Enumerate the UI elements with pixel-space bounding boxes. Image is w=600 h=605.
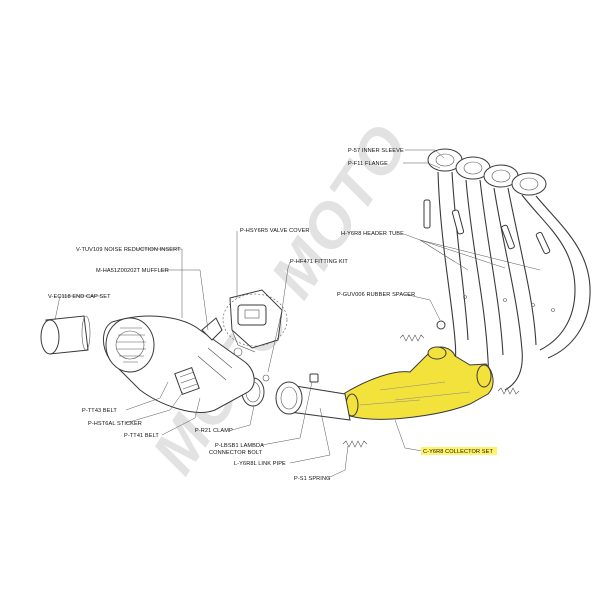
collector-inlet — [427, 346, 447, 360]
label-belt-tt43: P-TT43 BELT — [82, 408, 117, 414]
label-lambda-line2: CONNECTOR BOLT — [209, 450, 263, 456]
end-cap — [40, 315, 91, 355]
collector-body — [340, 346, 494, 420]
label-clamp: P-R21 CLAMP — [195, 428, 233, 434]
label-sticker: P-HST6AL STICKER — [88, 421, 142, 427]
label-fitting-kit: P-HF471 FITTING KIT — [290, 259, 348, 265]
collector-label-highlight — [421, 447, 497, 455]
label-end-cap: V-EC118 END CAP SET — [48, 294, 111, 300]
link-pipe — [275, 381, 351, 421]
label-belt-tt41: P-TT41 BELT — [124, 433, 159, 439]
collector-set — [340, 346, 494, 420]
label-header-tube: H-Y6R8 HEADER TUBE — [341, 231, 404, 237]
muffler — [103, 315, 255, 413]
label-rubber-spacer: P-GUV006 RUBBER SPACER — [337, 292, 415, 298]
leader-lines — [54, 149, 541, 479]
collector-inlet — [476, 364, 492, 388]
label-flange: P-F11 FLANGE — [348, 161, 388, 167]
label-noise-insert: V-TUV109 NOISE REDUCTION INSERT — [76, 247, 181, 253]
valve-cover — [229, 289, 283, 353]
label-muffler: M-HA51Z00202T MUFFLER — [96, 268, 169, 274]
label-inner-sleeve: P-57 INNER SLEEVE — [348, 148, 404, 154]
lambda-bolt — [309, 373, 319, 383]
part-labels: P-57 INNER SLEEVE P-F11 FLANGE H-Y6R8 HE… — [48, 148, 497, 482]
header-tubes — [423, 148, 591, 397]
label-lambda-line1: P-LBSB1 LAMBDA — [215, 443, 264, 449]
label-link-pipe: L-Y6R8L LINK PIPE — [234, 461, 286, 467]
label-collector-set: C-Y6R8 COLLECTOR SET — [423, 449, 493, 455]
rubber-spacer — [436, 320, 446, 330]
flange-parts — [427, 148, 547, 196]
label-valve-cover: P-HSY6R5 VALVE COVER — [240, 228, 310, 234]
fitting-kit-outline — [222, 293, 288, 347]
label-spring: P-S1 SPRING — [294, 476, 331, 482]
